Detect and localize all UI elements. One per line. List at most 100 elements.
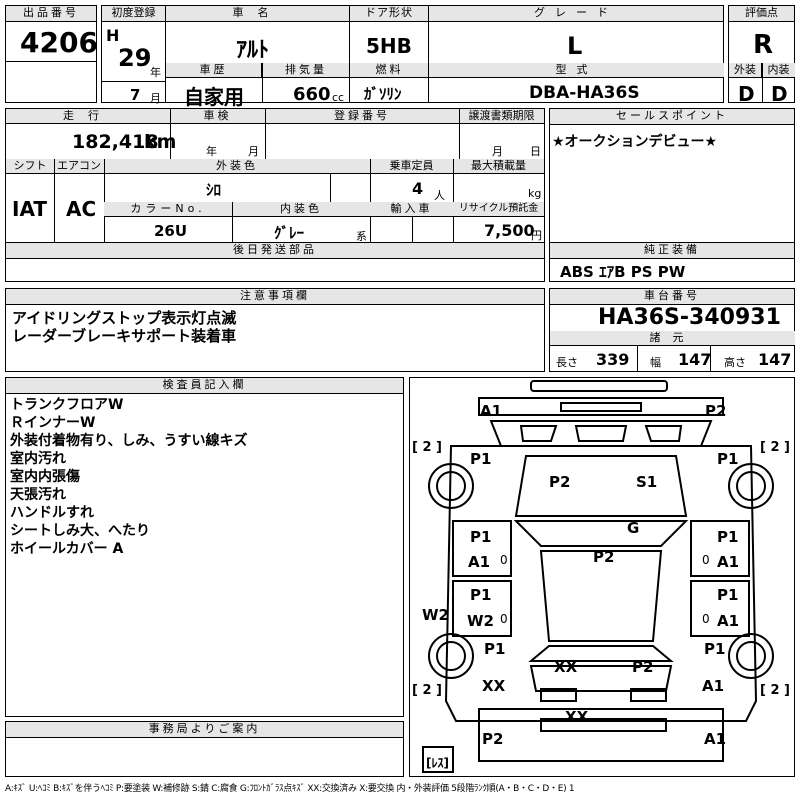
capacity-label: 乗車定員: [370, 159, 453, 174]
usage: 自家用: [184, 85, 244, 109]
model-label: 型式: [429, 63, 724, 78]
remark-line: 室内内張傷: [10, 469, 80, 485]
office-label: 事務局よりご案内: [6, 722, 403, 738]
interior-label: 内装: [762, 63, 795, 78]
max-load-label: 最大積載量: [453, 159, 544, 174]
remark-line: ホイールカバー A: [10, 541, 124, 557]
ac: AC: [66, 197, 97, 221]
length-label: 長さ: [556, 356, 578, 369]
later-parts-box: 後日発送部品: [5, 242, 545, 282]
grade-label: グレード: [429, 6, 723, 22]
dims-label: 諸元: [550, 331, 795, 346]
handle-mark: 0: [702, 553, 710, 567]
mark-a1-rear-bumper: A1: [704, 730, 727, 748]
tire-rr: [ 2 ]: [760, 683, 790, 698]
spare-tire: [ﾚｽ]: [426, 756, 449, 770]
handle-mark: 0: [500, 553, 508, 567]
mark-g-windshield: G: [627, 519, 640, 537]
note-line: アイドリングストップ表示灯点滅: [12, 309, 237, 327]
mark-xx-left-quarter: XX: [482, 677, 506, 695]
exterior-grade: D: [738, 82, 755, 106]
later-parts-label: 後日発送部品: [6, 243, 544, 259]
mark-s1-hood: S1: [636, 473, 658, 491]
capacity-unit: 人: [434, 189, 445, 202]
mileage-unit: km: [144, 131, 177, 153]
notes-label: 注意事項欄: [6, 289, 544, 305]
ext-color-label: 外装色: [104, 159, 370, 174]
exterior-label: 外装: [729, 63, 762, 78]
chassis-label: 車台番号: [550, 289, 794, 305]
height: 147: [758, 350, 792, 369]
displacement: 660: [293, 84, 331, 105]
office-box: 事務局よりご案内: [5, 721, 404, 777]
remark-line: 外装付着物有り、しみ、うすい線キズ: [10, 433, 248, 449]
chassis-box: 車台番号 HA36S-340931 諸元 長さ 339 幅 147 高さ 147: [549, 288, 795, 372]
fuel: ｶﾞｿﾘﾝ: [364, 85, 402, 103]
door-box: ドア形状 5HB 燃料 ｶﾞｿﾘﾝ: [349, 5, 429, 103]
color-no: 26U: [154, 222, 188, 240]
mark-p1-front-door-left: P1: [470, 528, 492, 546]
sales-point-text: ★オークションデビュー★: [552, 134, 718, 150]
car-name-box: 車名 ｱﾙﾄ 車歴 排気量 自家用 660 cc: [165, 5, 350, 109]
mark-a1-front-door-right: A1: [717, 553, 740, 571]
int-color-label: 内装色: [232, 202, 370, 217]
shift-label: シフト: [6, 159, 54, 174]
mark-p1-right-fender: P1: [717, 450, 739, 468]
options-box: 純正装備 ABS ｴｱB PS PW: [549, 242, 795, 282]
lot-blank-box: [5, 61, 97, 103]
mark-p1-rear-door-left: P1: [470, 586, 492, 604]
door-label: ドア形状: [350, 6, 428, 22]
mark-p1-front-door-right: P1: [717, 528, 739, 546]
tr-month-unit: 月: [492, 145, 503, 158]
specs-box: 走行 車検 登録番号 譲渡書類期限 182,418 km 年 月 月 日 シフト…: [5, 108, 545, 243]
remark-line: トランクフロアW: [10, 397, 124, 413]
mark-p1-rear-door-right: P1: [717, 586, 739, 604]
height-label: 高さ: [724, 356, 746, 369]
handle-mark: 0: [500, 612, 508, 626]
notes-box: 注意事項欄 アイドリングストップ表示灯点滅 レーダーブレーキサポート装着車: [5, 288, 545, 372]
reg-no-label: 登録番号: [265, 109, 459, 124]
note-line: レーダーブレーキサポート装着車: [12, 327, 237, 345]
year-unit: 年: [150, 66, 161, 79]
options-text: ABS ｴｱB PS PW: [560, 263, 686, 281]
tire-rl: [ 2 ]: [412, 683, 442, 698]
month-unit: 月: [150, 92, 161, 105]
mark-p2-roof: P2: [593, 548, 615, 566]
width-label: 幅: [650, 356, 661, 369]
era: H: [106, 26, 120, 45]
mark-a1-front-door-left: A1: [468, 553, 491, 571]
inspector-box: 検査員記入欄 トランクフロアW ＲインナーW 外装付着物有り、しみ、うすい線キズ…: [5, 377, 404, 717]
max-load-unit: kg: [528, 187, 542, 200]
mark-w2-rear-door-left: W2: [467, 612, 494, 630]
sales-point-box: セールスポイント ★オークションデビュー★: [549, 108, 795, 243]
chassis-number: HA36S-340931: [598, 305, 781, 330]
mark-p1-right-rear: P1: [704, 640, 726, 658]
int-color: ｸﾞﾚｰ: [274, 224, 305, 242]
reg-year: 29: [118, 44, 152, 72]
tr-day-unit: 日: [530, 145, 541, 158]
ac-label: エアコン: [54, 159, 104, 174]
mark-a1-rear-door-right: A1: [717, 612, 740, 630]
mark-p2-rear-bumper: P2: [482, 730, 504, 748]
transfer-label: 譲渡書類期限: [459, 109, 544, 124]
mileage: 182,418: [72, 131, 159, 153]
first-reg-box: 初度登録 H 29 年 7 月: [101, 5, 166, 105]
mileage-label: 走行: [6, 109, 170, 124]
recycle-label: リサイクル預託金: [453, 202, 544, 217]
door-type: 5HB: [366, 34, 412, 58]
reg-month: 7: [130, 86, 141, 104]
mark-p1-left-rear: P1: [484, 640, 506, 658]
remark-line: ハンドルすれ: [10, 505, 94, 521]
remark-line: 室内汚れ: [10, 451, 66, 467]
first-reg-label: 初度登録: [102, 6, 165, 22]
car-diagram-drawing: [422, 380, 774, 773]
grade: L: [567, 32, 583, 60]
score-box: 評価点 R 外装 内装 D D: [728, 5, 795, 106]
remark-line: シートしみ大、へたり: [10, 523, 150, 539]
mark-a1-front-bumper: A1: [480, 402, 503, 420]
interior-grade: D: [771, 82, 788, 106]
inspector-label: 検査員記入欄: [6, 378, 403, 394]
length: 339: [596, 350, 630, 369]
tire-fr: [ 2 ]: [760, 440, 790, 455]
shift: IAT: [12, 197, 48, 221]
